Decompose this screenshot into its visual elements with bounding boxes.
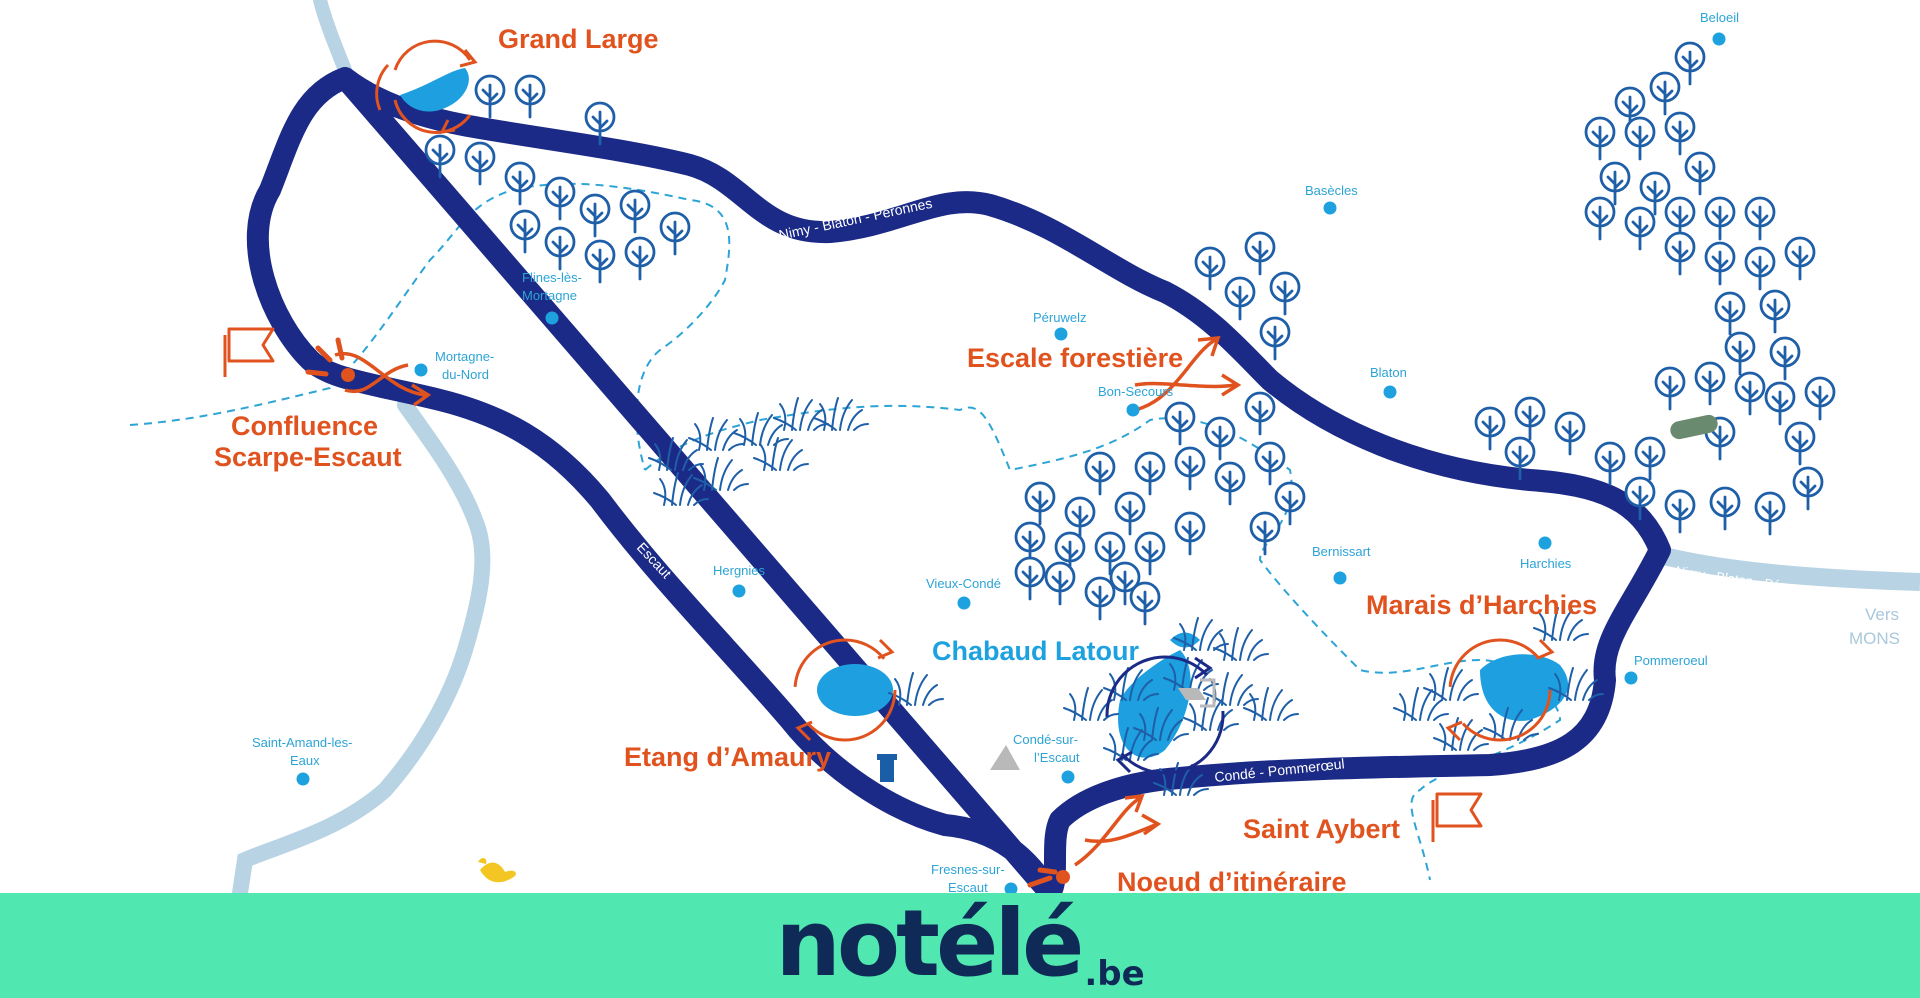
label-chabaud-latour: Chabaud Latour (932, 636, 1139, 666)
tower-icon (877, 754, 897, 782)
town-label-pommeroeul: Pommeroeul (1634, 653, 1708, 668)
navigation-loop (246, 67, 1671, 893)
town-dots (296, 32, 1726, 893)
cycle-arrows-icon (793, 638, 897, 742)
cycle-arrows-icon (1445, 638, 1555, 742)
town-label-basecles: Basècles (1305, 183, 1358, 198)
label-etang-amaury: Etang d’Amaury (624, 742, 831, 772)
forest-beloeil (1474, 41, 1836, 536)
route-map: Nimy - Blaton - Péronnes Nimy - Blaton -… (129, 0, 1920, 893)
town-label-vieux-conde: Vieux-Condé (926, 576, 1001, 591)
svg-text:Vers: Vers (1865, 605, 1899, 624)
town-label-mortagne: Mortagne-du-Nord (435, 349, 494, 382)
heron-icon (478, 857, 516, 883)
town-label-blaton: Blaton (1370, 365, 1407, 380)
brand-footer: notélé .be (0, 893, 1920, 998)
svg-text:MONS: MONS (1849, 629, 1900, 648)
town-labels: Beloeil Basècles Flines-lès-Mortagne Pér… (252, 10, 1739, 893)
river-label-scarpe: Scarpe (394, 706, 416, 743)
flag-icon (1431, 792, 1483, 844)
town-label-hergnies: Hergnies (713, 563, 766, 578)
cycle-arrows-icon (1105, 655, 1225, 775)
town-label-peruwelz: Péruwelz (1033, 310, 1086, 325)
direction-label: Vers MONS (1849, 605, 1900, 648)
town-label-harchies: Harchies (1520, 556, 1572, 571)
label-escale-forestiere: Escale forestière (967, 343, 1183, 373)
confluence-marker-icon (305, 337, 355, 382)
brand-logo: notélé (775, 889, 1084, 997)
flag-icon (223, 327, 275, 379)
forest-grand-large (424, 74, 691, 284)
town-label-conde-sur-escaut: Condé-sur-l’Escaut (1013, 732, 1080, 765)
brand-domain: .be (1084, 953, 1145, 994)
tent-icon (990, 745, 1020, 770)
town-label-fresnes: Fresnes-sur-Escaut (931, 862, 1005, 893)
crossing-arrows-icon (334, 335, 1242, 867)
label-saint-aybert: Saint Aybert (1243, 814, 1400, 844)
lock-icon (1178, 678, 1216, 708)
town-label-bernissart: Bernissart (1312, 544, 1371, 559)
label-noeud-itineraire: Noeud d’itinéraire (1117, 867, 1347, 893)
node-marker-icon (1027, 867, 1070, 888)
label-grand-large: Grand Large (498, 24, 659, 54)
rivers (232, 0, 1920, 893)
town-label-bon-secours: Bon-Secours (1098, 384, 1174, 399)
town-label-flines: Flines-lès-Mortagne (522, 270, 582, 303)
cycle-arrows-icon (375, 39, 478, 134)
town-label-beloeil: Beloeil (1700, 10, 1739, 25)
town-label-saint-amand: Saint-Amand-les-Eaux (252, 735, 352, 768)
label-marais-harchies: Marais d’Harchies (1366, 590, 1597, 620)
